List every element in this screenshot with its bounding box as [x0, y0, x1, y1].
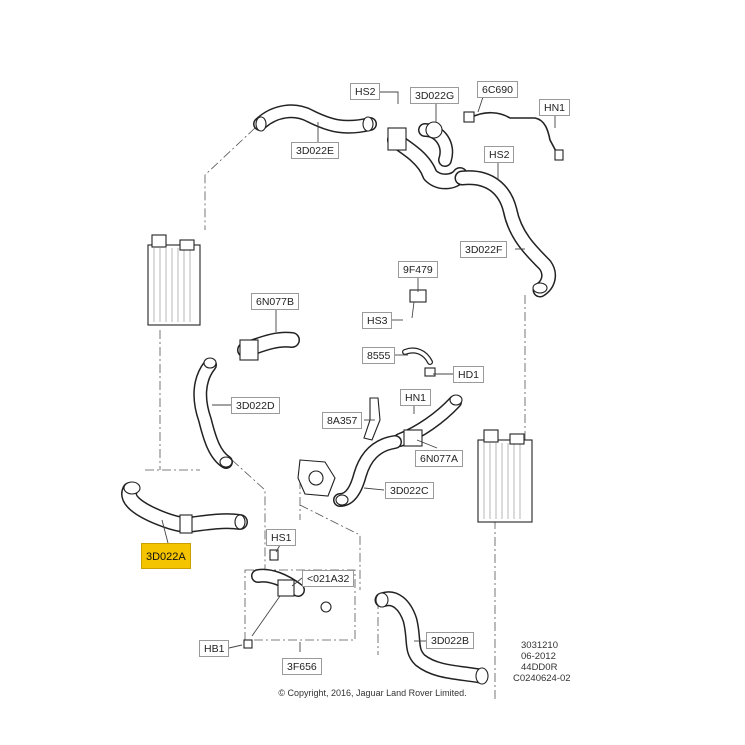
callout-3d022g[interactable]: 3D022G [410, 87, 460, 104]
callout-hd1[interactable]: HD1 [453, 366, 485, 383]
reference-line: 3031210 [521, 640, 558, 651]
intercooler-left [147, 234, 201, 326]
pipe-8555 [402, 347, 433, 365]
callout-6n077b[interactable]: 6N077B [251, 293, 299, 310]
callout-3f656[interactable]: 3F656 [282, 658, 322, 675]
callout-hn1-mid[interactable]: HN1 [400, 389, 432, 406]
callout-3d022b[interactable]: 3D022B [426, 632, 474, 649]
hose-3d022e [253, 104, 377, 134]
turbo-assembly [297, 459, 336, 497]
callout-8555[interactable]: 8555 [362, 347, 396, 364]
reference-line: 44DD0R [521, 662, 558, 673]
hose-3d022g [387, 121, 468, 190]
hose-3d022b [374, 591, 489, 685]
callout-hs1[interactable]: HS1 [266, 529, 297, 546]
callout-hs2-top[interactable]: HS2 [350, 83, 381, 100]
callout-3d022c[interactable]: 3D022C [385, 482, 434, 499]
sensor-9f479 [409, 289, 427, 319]
clip-hd1 [424, 367, 436, 377]
callout-8a357[interactable]: 8A357 [322, 412, 363, 429]
sensor-6c690 [463, 111, 564, 161]
hose-6n077b [237, 331, 300, 361]
intercooler-right [477, 429, 533, 523]
valve-3f656 [243, 549, 332, 649]
hose-3d022d [193, 357, 233, 469]
callout-hn1-top[interactable]: HN1 [539, 99, 571, 116]
callout-hs3[interactable]: HS3 [362, 312, 393, 329]
callout-3d022e[interactable]: 3D022E [291, 142, 339, 159]
callout-3d022a[interactable]: 3D022A [141, 543, 191, 569]
callout-hs2-mid[interactable]: HS2 [484, 146, 515, 163]
reference-line: 06-2012 [521, 651, 556, 662]
callout-021a32[interactable]: <021A32 [302, 570, 355, 587]
copyright-notice: © Copyright, 2016, Jaguar Land Rover Lim… [278, 688, 467, 698]
hose-3d022c [333, 435, 402, 507]
hose-3d022f [454, 170, 557, 298]
callout-hb1[interactable]: HB1 [199, 640, 230, 657]
hose-6n077a [393, 394, 463, 447]
callout-6n077a[interactable]: 6N077A [415, 450, 463, 467]
callout-6c690[interactable]: 6C690 [477, 81, 518, 98]
bracket-8a357 [363, 397, 381, 441]
hose-3d022a [121, 481, 248, 534]
callout-9f479[interactable]: 9F479 [398, 261, 438, 278]
leader-lines [161, 91, 556, 652]
reference-line: C0240624-02 [513, 673, 571, 684]
reference-block: 3031210 06-2012 44DD0R C0240624-02 [513, 640, 571, 684]
callout-3d022f[interactable]: 3D022F [460, 241, 508, 258]
callout-3d022d[interactable]: 3D022D [231, 397, 280, 414]
